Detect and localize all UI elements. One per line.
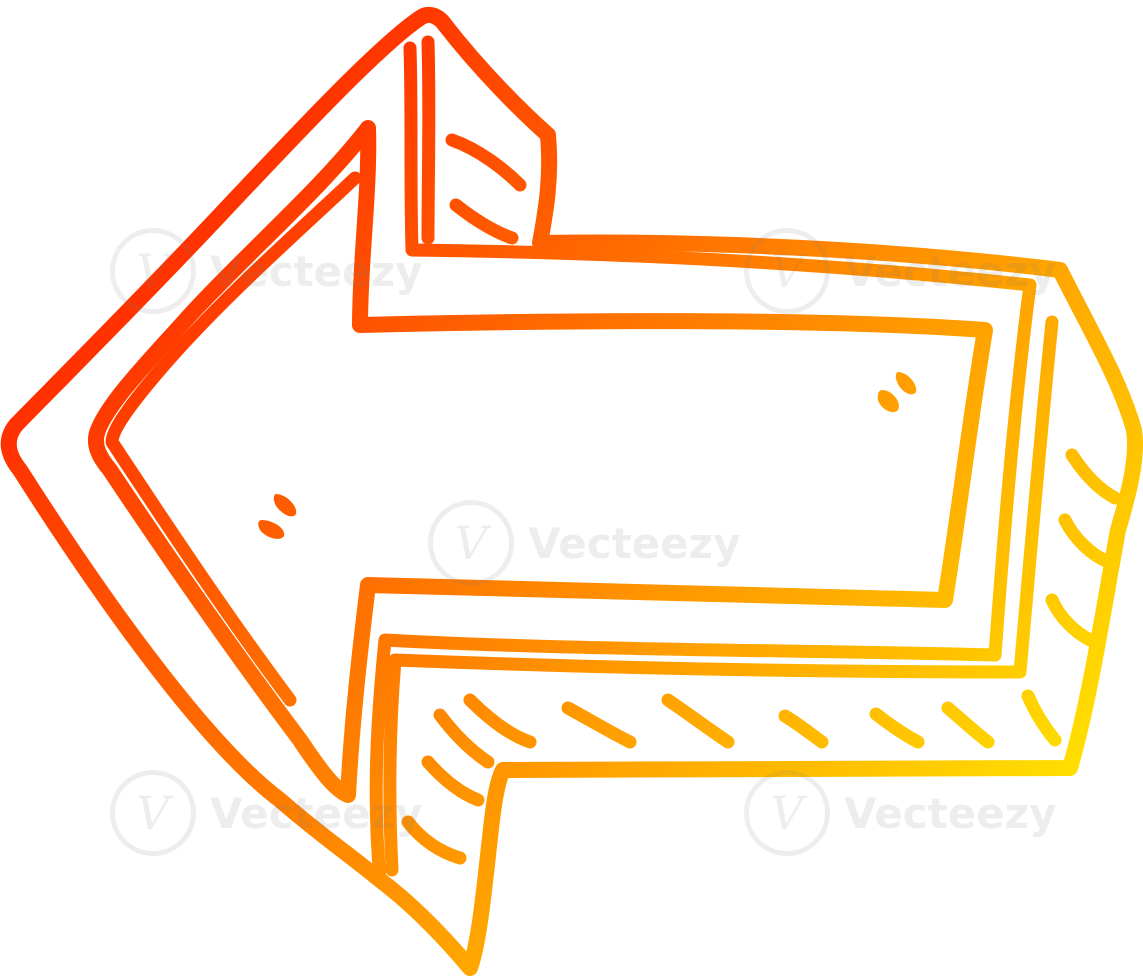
- shine-dot-right-2: [877, 390, 899, 413]
- hatch-bottom-4: [778, 709, 829, 749]
- hatch-tail-2: [421, 755, 485, 807]
- arrow-outer-outline: [0, 6, 1143, 976]
- shine-dot-left-2: [258, 520, 285, 539]
- arrow-right-edge: [383, 315, 1059, 877]
- hatch-right-2: [1058, 513, 1115, 569]
- hatch-right-3: [1045, 593, 1097, 647]
- arrow-front-face: [87, 120, 993, 803]
- arrow-inner-outline: [105, 41, 1037, 887]
- shine-dot-left-1: [273, 494, 297, 517]
- hatch-tail-3: [401, 815, 467, 865]
- hatch-bottom-2: [561, 701, 637, 749]
- hatch-tail-1: [433, 708, 495, 769]
- hatch-bottom-5: [869, 707, 925, 749]
- shine-dot-right-1: [895, 372, 917, 395]
- hatch-bottom-6: [941, 701, 995, 749]
- hatch-top-1: [445, 133, 527, 192]
- hatch-right-1: [1065, 448, 1122, 505]
- hatch-bottom-1: [463, 693, 537, 749]
- hatch-top-2: [449, 198, 519, 245]
- hatch-bottom-3: [661, 693, 735, 749]
- hatch-bottom-7: [1021, 689, 1062, 747]
- arrow-top-notch: [421, 35, 436, 245]
